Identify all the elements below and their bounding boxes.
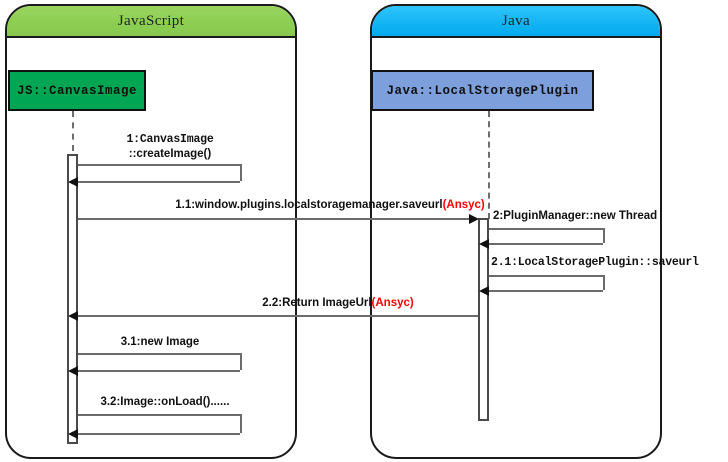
message-2-right-segment bbox=[603, 228, 605, 243]
lifeline-java-localstorageplugin bbox=[488, 111, 490, 219]
message-3-1-return-segment bbox=[78, 370, 240, 372]
message-3-1-arrowhead bbox=[68, 366, 78, 376]
message-3-1-right-segment bbox=[240, 353, 242, 370]
message-2-1-right-segment bbox=[603, 275, 605, 290]
message-label-2-1: 2.1:LocalStoragePlugin::saveurl bbox=[491, 256, 699, 269]
message-label-2-2: 2.2:Return ImageUrl(Ansyc) bbox=[262, 297, 413, 309]
message-label-2: 2:PluginManager::new Thread bbox=[493, 210, 658, 222]
panel-java-title: Java bbox=[372, 6, 660, 38]
participant-js-canvasimage[interactable]: JS::CanvasImage bbox=[8, 70, 146, 111]
panel-java: Java bbox=[370, 4, 662, 459]
message-1-arrowhead bbox=[68, 177, 78, 187]
message-label-1-line1: 1:CanvasImage bbox=[126, 133, 214, 146]
message-1-top-segment bbox=[78, 164, 240, 166]
panel-javascript-title: JavaScript bbox=[7, 6, 295, 38]
message-2-2-text: 2.2:Return ImageUrl bbox=[262, 297, 372, 309]
message-3-2-return-segment bbox=[78, 433, 240, 435]
message-2-2-arrowhead bbox=[68, 311, 78, 321]
message-label-1-1: 1.1:window.plugins.localstoragemanager.s… bbox=[175, 199, 485, 211]
message-2-2-line bbox=[78, 315, 478, 317]
message-1-1-text: 1.1:window.plugins.localstoragemanager.s… bbox=[175, 199, 443, 211]
message-label-3-1: 3.1:new Image bbox=[120, 336, 200, 348]
message-1-return-segment bbox=[78, 181, 240, 183]
message-1-1-arrowhead bbox=[469, 214, 479, 224]
activation-bar-js-canvasimage bbox=[67, 154, 78, 444]
message-label-1-line2: ::createImage() bbox=[128, 148, 212, 160]
message-3-2-top-segment bbox=[78, 414, 240, 416]
message-2-1-top-segment bbox=[489, 275, 603, 277]
lifeline-js-canvasimage bbox=[72, 111, 74, 151]
participant-java-localstorageplugin[interactable]: Java::LocalStoragePlugin bbox=[371, 70, 594, 111]
message-2-return-segment bbox=[489, 243, 603, 245]
message-1-right-segment bbox=[240, 164, 242, 181]
message-2-2-annotation: (Ansyc) bbox=[371, 297, 414, 309]
message-1-1-annotation: (Ansyc) bbox=[442, 199, 485, 211]
message-2-1-arrowhead bbox=[479, 286, 489, 296]
message-2-arrowhead bbox=[479, 239, 489, 249]
message-1-1-line bbox=[78, 218, 471, 220]
message-3-1-top-segment bbox=[78, 353, 240, 355]
message-2-1-return-segment bbox=[489, 290, 603, 292]
message-2-top-segment bbox=[489, 228, 603, 230]
message-3-2-right-segment bbox=[240, 414, 242, 433]
message-3-2-arrowhead bbox=[68, 429, 78, 439]
activation-bar-java-localstorageplugin bbox=[478, 218, 489, 421]
message-label-3-2: 3.2:Image::onLoad()...... bbox=[100, 396, 230, 408]
